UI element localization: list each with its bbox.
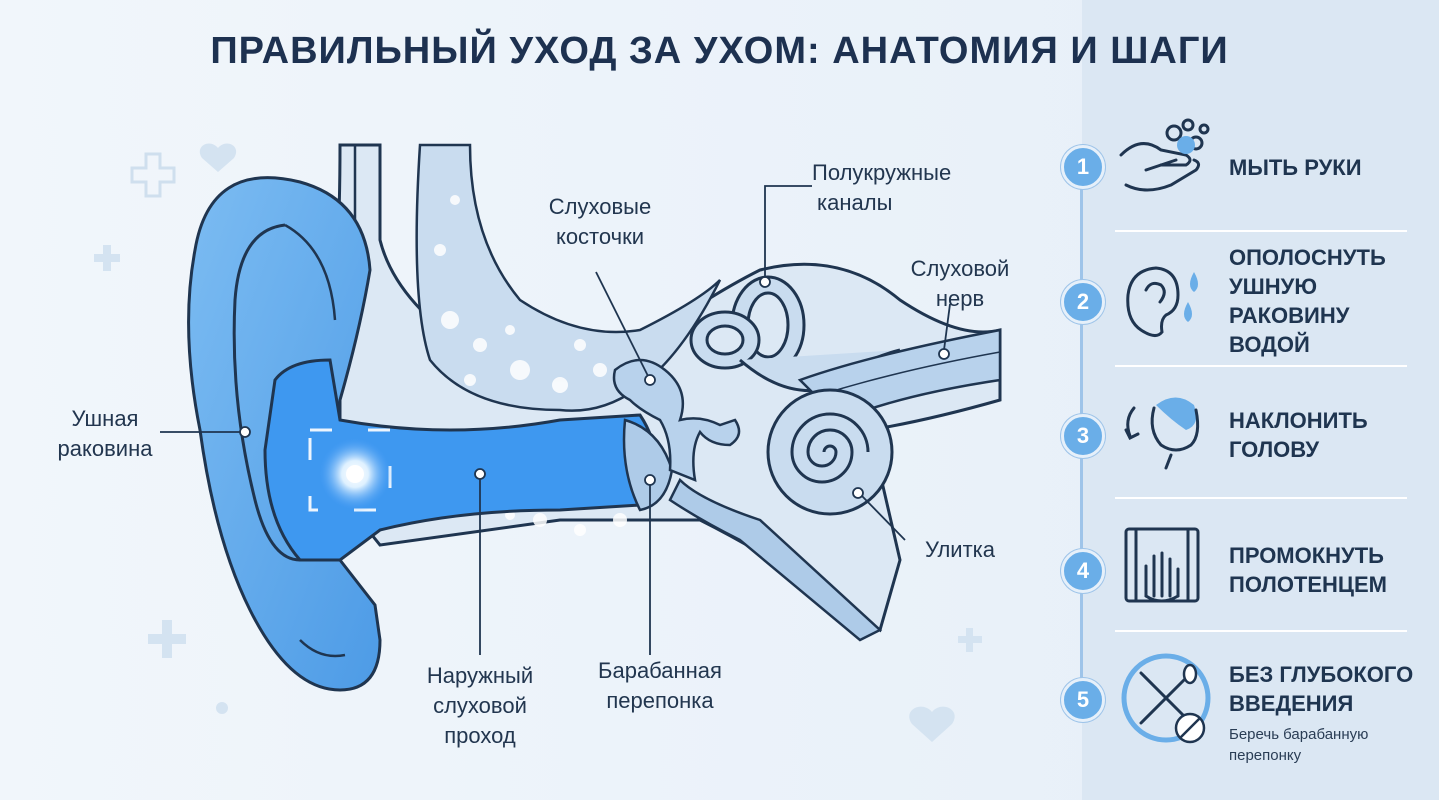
- step-label: ПРОМОКНУТЬ ПОЛОТЕНЦЕМ: [1229, 543, 1387, 597]
- step-number: 1: [1061, 145, 1105, 189]
- step-label: НАКЛОНИТЬ ГОЛОВУ: [1229, 408, 1368, 462]
- decor-cross-icon: [130, 152, 176, 198]
- step-divider: [1115, 365, 1407, 367]
- eustachian-tube: [668, 477, 883, 642]
- step-number: 2: [1061, 280, 1105, 324]
- towel-hand-icon: [1124, 527, 1200, 603]
- step-divider: [1115, 230, 1407, 232]
- semicircular-canals-shape: [689, 275, 806, 375]
- ossicles-shape: [612, 358, 741, 482]
- ear-water-drops-icon: [1126, 266, 1198, 337]
- leader-lines: [160, 185, 951, 655]
- decor-plus-icon: [94, 245, 982, 714]
- decor-hearts-icon: [199, 143, 955, 742]
- label-eardrum: Барабанная перепонка: [598, 658, 722, 713]
- step-divider: [1115, 497, 1407, 499]
- label-external-canal: Наружный слуховой проход: [426, 663, 534, 748]
- no-cotton-swab-icon: [1121, 653, 1211, 744]
- label-auditory-nerve: Слуховой нерв: [910, 256, 1010, 311]
- pinna-inner-fold: [232, 223, 301, 562]
- step-sublabel: Беречь барабанную перепонку: [1229, 726, 1369, 764]
- eardrum-shape: [622, 418, 674, 512]
- step-number: 5: [1061, 678, 1105, 722]
- cochlea-shape: [766, 388, 894, 516]
- step-number: 3: [1061, 414, 1105, 458]
- step-label: МЫТЬ РУКИ: [1229, 155, 1362, 180]
- hand-washing-icon: [1119, 118, 1210, 192]
- head-tilt-icon: [1124, 397, 1200, 470]
- step-label: БЕЗ ГЛУБОКОГО ВВЕДЕНИЯ: [1229, 662, 1414, 716]
- label-pinna: Ушная раковина: [57, 406, 153, 461]
- label-ossicles: Слуховые косточки: [548, 194, 652, 249]
- label-cochlea: Улитка: [924, 537, 996, 562]
- step-divider: [1115, 630, 1407, 632]
- step-label: ОПОЛОСНУТЬ УШНУЮ РАКОВИНУ ВОДОЙ: [1229, 245, 1386, 357]
- bone-texture: [415, 143, 722, 412]
- step-number: 4: [1061, 549, 1105, 593]
- label-semicircular-canals: Полукружные каналы: [812, 160, 952, 215]
- page-title: ПРАВИЛЬНЫЙ УХОД ЗА УХОМ: АНАТОМИЯ И ШАГИ: [210, 30, 1229, 72]
